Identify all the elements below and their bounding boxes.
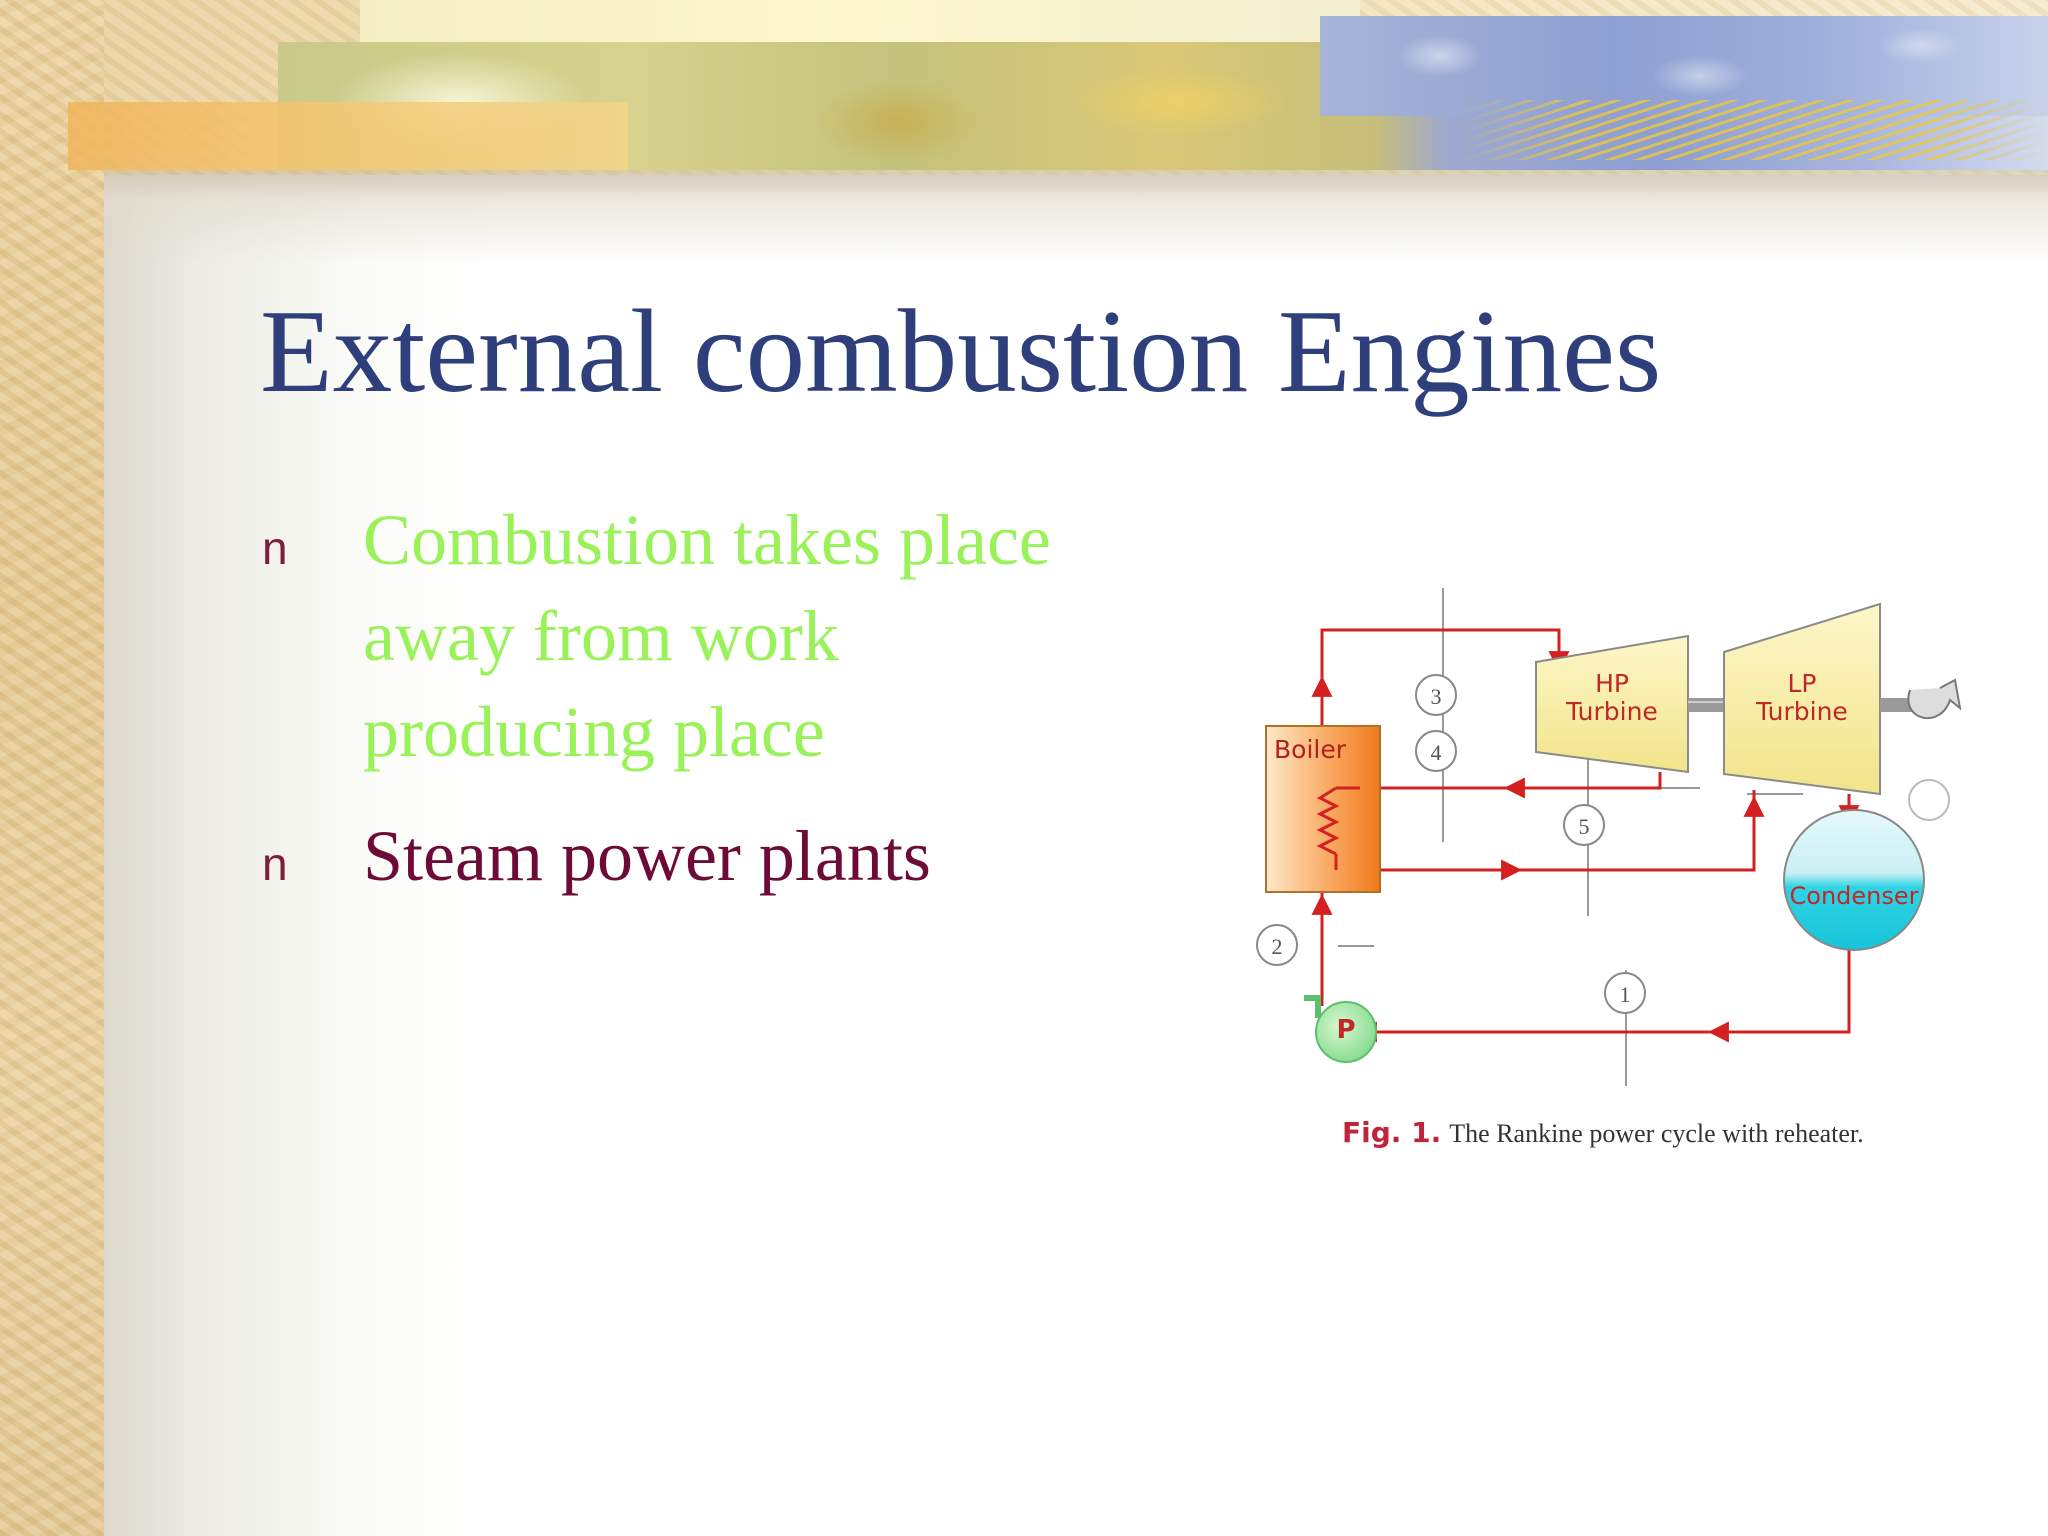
banner-top-light [360, 0, 1360, 44]
banner-straw [1460, 100, 2048, 160]
lp-turbine-label: LP Turbine [1756, 669, 1848, 726]
bullet-marker: n [262, 838, 288, 890]
bullet-text: Combustion takes place away from work pr… [363, 500, 1051, 772]
pump-label: P [1336, 1015, 1356, 1045]
figure-caption: Fig. 1.The Rankine power cycle with rehe… [1342, 1116, 1864, 1149]
slide-title: External combustion Engines [260, 285, 1662, 417]
state-point-5: 5 [1563, 804, 1605, 846]
condenser-label: Condenser [1789, 882, 1919, 910]
state-point-1: 1 [1604, 972, 1646, 1014]
bullet-marker: n [262, 522, 288, 574]
bullet-item: n Steam power plants [260, 808, 1080, 904]
bullet-item: n Combustion takes place away from work … [260, 492, 1080, 780]
caption-fig-number: Fig. 1. [1342, 1116, 1442, 1149]
bullet-text: Steam power plants [363, 816, 931, 896]
banner-orange-band [68, 102, 628, 170]
state-point-4: 4 [1415, 730, 1457, 772]
hp-turbine-label: HP Turbine [1566, 669, 1658, 726]
rankine-cycle-diagram: Boiler HP Turbine LP Turbine Condenser P… [1250, 580, 1980, 1160]
diagram-drawing [1265, 588, 1962, 1086]
banner-shadow [104, 170, 2048, 200]
left-texture-strip [0, 0, 104, 1536]
state-point-2: 2 [1256, 924, 1298, 966]
boiler-label: Boiler [1274, 735, 1346, 764]
state-point-3: 3 [1415, 674, 1457, 716]
content-top-fade [104, 175, 2048, 265]
bullet-list: n Combustion takes place away from work … [260, 492, 1080, 932]
caption-text: The Rankine power cycle with reheater. [1449, 1119, 1864, 1148]
banner-blue-flowers [1320, 16, 2048, 116]
slide-content-area [104, 175, 2048, 1536]
